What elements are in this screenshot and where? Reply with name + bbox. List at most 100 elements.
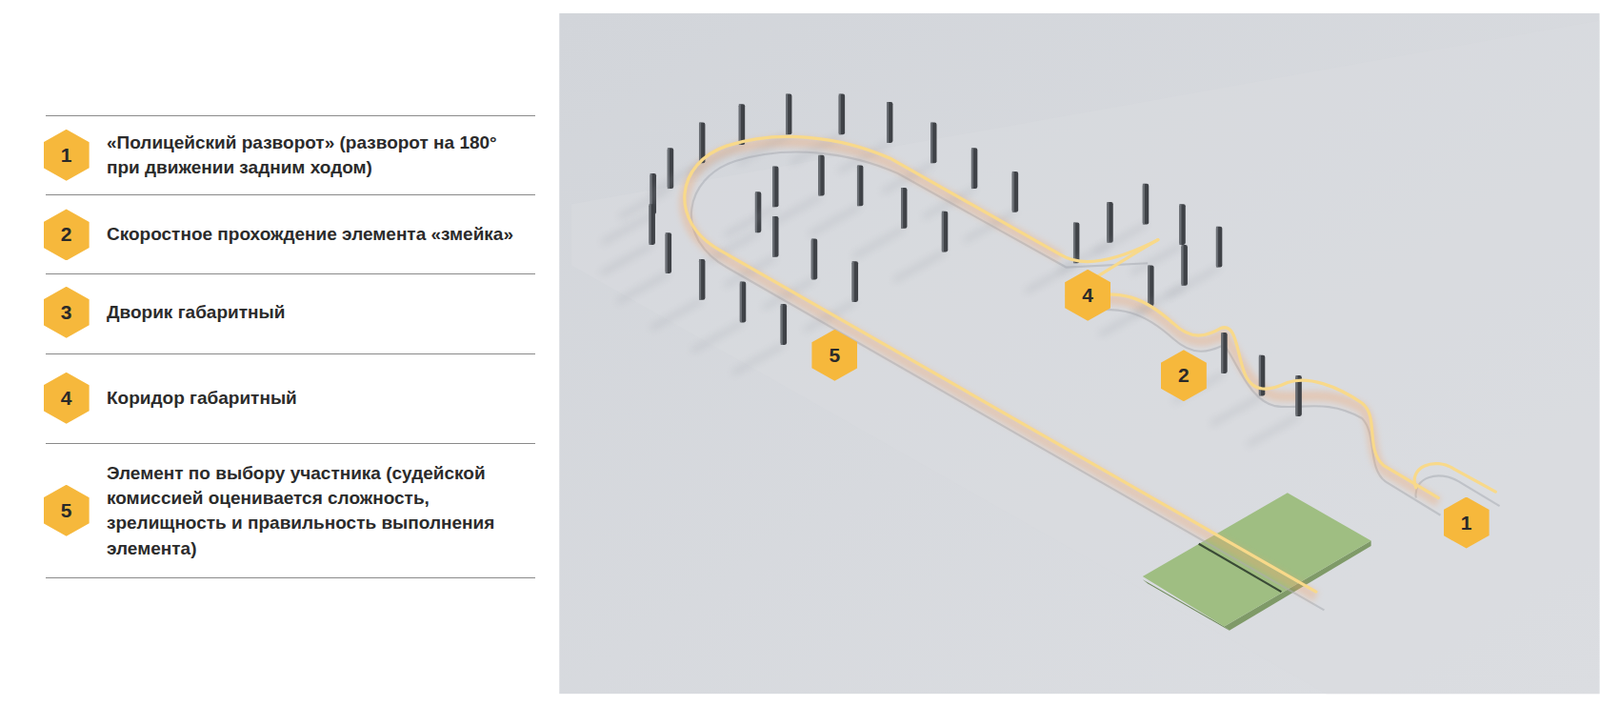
post: [839, 94, 845, 136]
post-shadow: [651, 300, 703, 329]
post-highlight: [772, 166, 775, 208]
post-highlight: [1073, 221, 1076, 263]
post: [930, 121, 937, 163]
post: [665, 232, 672, 274]
post: [785, 94, 792, 136]
post-shadow: [601, 214, 654, 243]
legend-badge: 1: [43, 129, 90, 181]
post-shadow: [1247, 416, 1300, 445]
post-highlight: [900, 187, 903, 229]
post-shadow: [853, 228, 905, 258]
post-highlight: [971, 147, 974, 189]
divider-line: [45, 442, 536, 444]
post: [772, 216, 779, 258]
callout-number: 1: [1460, 511, 1473, 535]
callout-number: 3: [60, 300, 73, 324]
post: [971, 147, 978, 189]
post: [699, 259, 705, 300]
post: [1220, 332, 1227, 374]
legend-badge: 5: [43, 484, 90, 537]
post: [941, 211, 948, 253]
post-highlight: [811, 239, 814, 280]
post: [1147, 264, 1154, 306]
post-highlight: [1180, 244, 1183, 286]
post-highlight: [755, 191, 758, 233]
post-highlight: [1106, 201, 1109, 243]
post-highlight: [1216, 226, 1219, 268]
callout-number: 5: [829, 343, 841, 367]
post-highlight: [699, 259, 701, 300]
post-highlight: [699, 121, 701, 163]
post-highlight: [649, 203, 652, 245]
post: [739, 103, 745, 145]
divider-line: [45, 194, 536, 196]
post: [857, 164, 863, 206]
post-highlight: [839, 94, 841, 136]
callout-number: 1: [60, 143, 73, 167]
post: [740, 281, 746, 323]
post: [780, 303, 787, 345]
element-description: Дворик габаритный: [106, 300, 526, 325]
post-highlight: [740, 281, 742, 323]
post-highlight: [886, 101, 889, 143]
legend-badge: 4: [43, 372, 90, 424]
callout-number: 4: [60, 386, 73, 410]
post-shadow: [617, 273, 669, 302]
post-highlight: [1179, 203, 1181, 245]
track-shadow: [691, 152, 1500, 611]
track-line: [684, 136, 1496, 592]
post-shadow: [894, 251, 946, 280]
post-shadow: [724, 206, 777, 236]
post-highlight: [739, 103, 741, 145]
post-shadow: [809, 205, 861, 235]
post-highlight: [1012, 171, 1015, 213]
post: [900, 187, 907, 229]
post: [852, 260, 859, 302]
post: [1180, 244, 1187, 286]
element-description: Коридор габаритный: [106, 385, 526, 411]
post-shadow: [732, 344, 784, 374]
post-shadow: [619, 188, 671, 218]
divider-line: [45, 115, 536, 117]
post-highlight: [941, 211, 944, 253]
post-shadow: [1211, 395, 1263, 424]
post-highlight: [1142, 183, 1145, 225]
post-group: [600, 94, 1302, 445]
post: [818, 155, 824, 197]
callout-number: 2: [60, 222, 73, 246]
post: [811, 239, 818, 280]
element-description: Элемент по выбору участника (судейской к…: [106, 460, 526, 561]
post: [649, 203, 656, 245]
callout-number: 2: [1178, 363, 1190, 387]
post: [1012, 171, 1019, 213]
post: [1216, 226, 1222, 268]
post-highlight: [818, 155, 820, 197]
ground-panel: [559, 13, 1600, 694]
post-shadow: [691, 321, 743, 351]
element-description: Скоростное прохождение элемента «змейка»: [106, 221, 526, 247]
post: [1179, 203, 1185, 245]
post: [1073, 221, 1080, 263]
divider-line: [45, 353, 536, 355]
post-shadow: [803, 301, 856, 331]
post-highlight: [665, 232, 668, 274]
element-description: «Полицейский разворот» (разворот на 180°…: [106, 130, 526, 180]
divider-line: [45, 577, 536, 579]
post-shadow: [724, 257, 777, 286]
callout-number: 5: [60, 499, 73, 522]
post-highlight: [772, 216, 775, 258]
post: [886, 101, 893, 143]
post: [1106, 201, 1113, 243]
post-highlight: [1147, 264, 1150, 306]
legend-badge: 3: [43, 286, 90, 339]
post-shadow: [600, 244, 653, 274]
divider-line: [45, 273, 536, 275]
post: [772, 166, 779, 208]
post-highlight: [930, 121, 933, 163]
track-glow: [684, 141, 1440, 598]
post-shadow: [762, 279, 815, 308]
post-highlight: [785, 94, 788, 136]
post: [755, 191, 761, 233]
post-highlight: [857, 164, 860, 206]
post-highlight: [1220, 332, 1223, 374]
